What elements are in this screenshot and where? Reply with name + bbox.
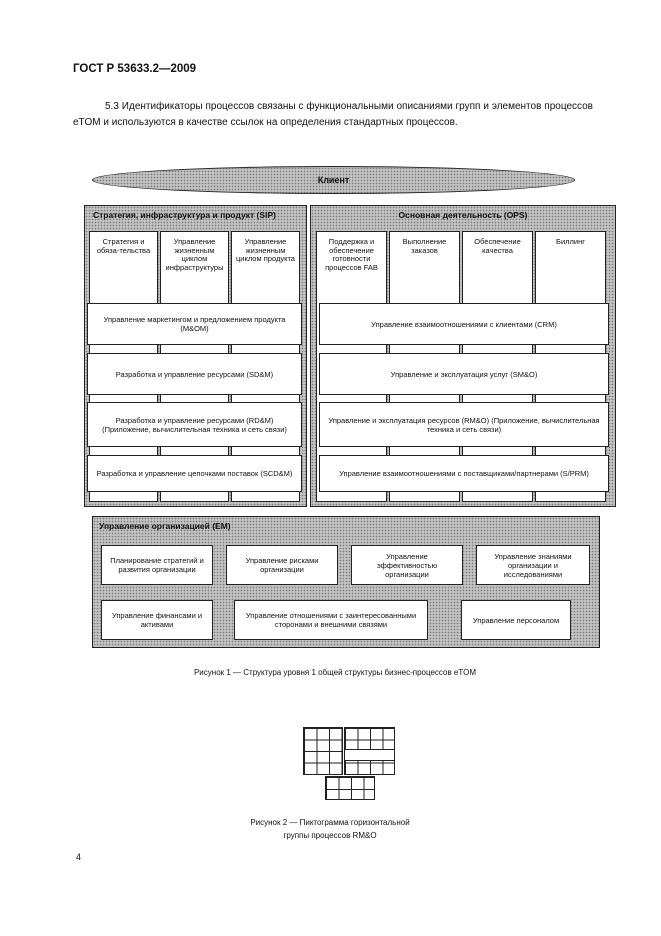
figure-2-caption-line-2: группы процессов RM&O (283, 831, 377, 840)
ops-column-1-label: Поддержка и обеспечение готовности проце… (325, 237, 378, 272)
sip-group: Стратегия, инфраструктура и продукт (SIP… (84, 205, 307, 507)
em-knowledge-management: Управление знаниями организации и исслед… (476, 545, 590, 585)
sip-title: Стратегия, инфраструктура и продукт (SIP… (93, 210, 276, 220)
pictogram-bottom-block (325, 776, 375, 800)
sip-column-1-label: Стратегия и обяза-тельства (96, 237, 151, 255)
em-group: Управление организацией (EM) Планировани… (92, 516, 600, 648)
em-title: Управление организацией (EM) (99, 521, 231, 531)
em-hr-management: Управление персоналом (461, 600, 571, 640)
sip-column-3-label: Управление жизненным циклом продукта (236, 237, 295, 263)
ops-row-smo: Управление и эксплуатация услуг (SM&O) (319, 353, 609, 395)
em-effectiveness-management: Управление эффективностью организации (351, 545, 463, 585)
pictogram-highlighted-row (344, 749, 395, 761)
ops-title: Основная деятельность (OPS) (398, 210, 528, 220)
figure-1-caption: Рисунок 1 — Структура уровня 1 общей стр… (193, 668, 477, 677)
document-header: ГОСТ Р 53633.2—2009 (73, 63, 197, 75)
figure-2-caption-line-1: Рисунок 2 — Пиктограмма горизонтальной (250, 818, 410, 827)
sip-row-mom: Управление маркетингом и предложением пр… (87, 303, 302, 345)
ops-row-crm: Управление взаимоотношениями с клиентами… (319, 303, 609, 345)
em-finance-management: Управление финансами и активами (101, 600, 213, 640)
sip-column-2-label: Управление жизненным циклом инфраструкту… (165, 237, 224, 272)
client-ellipse: Клиент (92, 166, 575, 194)
ops-row-sprm: Управление взаимоотношениями с поставщик… (319, 455, 609, 492)
sip-row-rdm: Разработка и управление ресурсами (RD&M)… (87, 402, 302, 447)
paragraph-5-3: 5.3 Идентификаторы процессов связаны с ф… (73, 101, 593, 128)
sip-row-sdm: Разработка и управление ресурсами (SD&M) (87, 353, 302, 395)
ops-column-3-label: Обеспечение качества (474, 237, 521, 255)
pictogram-left-block (303, 727, 343, 775)
em-stakeholder-management: Управление отношениями с заинтересованны… (234, 600, 428, 640)
ops-group: Основная деятельность (OPS) Поддержка и … (310, 205, 616, 507)
ops-column-2-label: Выполнение заказов (402, 237, 447, 255)
page-number: 4 (76, 852, 82, 862)
ops-row-rmo: Управление и эксплуатация ресурсов (RM&O… (319, 402, 609, 447)
em-strategy-planning: Планирование стратегий и развития органи… (101, 545, 213, 585)
em-risk-management: Управление рисками организации (226, 545, 338, 585)
sip-row-scdm: Разработка и управление цепочками постав… (87, 455, 302, 492)
ops-column-4-label: Биллинг (556, 237, 585, 246)
